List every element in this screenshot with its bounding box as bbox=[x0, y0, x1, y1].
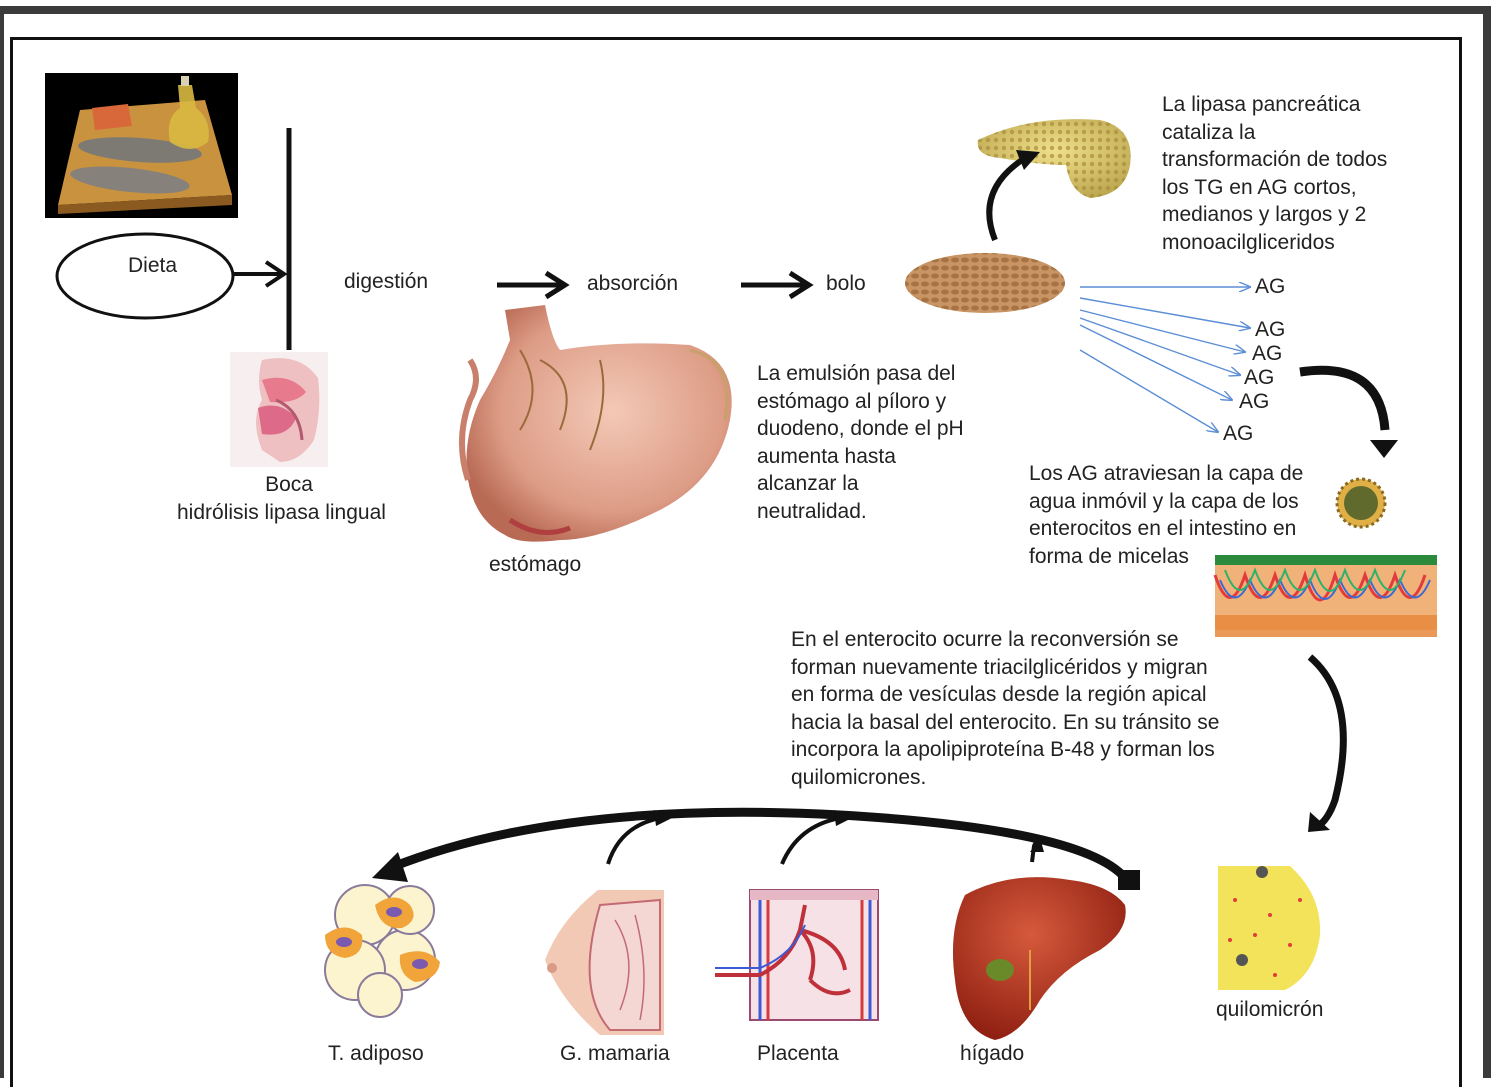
micelles-text: Los AG atraviesan la capa de agua inmóvi… bbox=[1029, 460, 1303, 570]
placenta-label: Placenta bbox=[757, 1040, 839, 1068]
text-line: los TG en AG cortos, bbox=[1162, 174, 1387, 202]
adipose-label: T. adiposo bbox=[328, 1040, 424, 1068]
arrow-to-bolus bbox=[741, 273, 809, 297]
placenta-icon bbox=[715, 890, 878, 1020]
food-picture-icon bbox=[45, 73, 238, 218]
text-line: incorpora la apolipiproteína B-48 y form… bbox=[791, 736, 1219, 764]
chylomicron-label: quilomicrón bbox=[1216, 996, 1323, 1024]
diet-label: Dieta bbox=[128, 252, 177, 280]
mouth-label: Boca bbox=[229, 471, 349, 499]
chylomicron-icon bbox=[1218, 866, 1320, 990]
fatty-acid-label: AG bbox=[1223, 420, 1253, 448]
text-line: estómago al píloro y bbox=[757, 388, 964, 416]
text-line: cataliza la bbox=[1162, 119, 1387, 147]
mammary-gland-icon bbox=[545, 890, 664, 1035]
text-line: en forma de vesículas desde la región ap… bbox=[791, 681, 1219, 709]
lipase-text: La lipasa pancreática cataliza la transf… bbox=[1162, 91, 1387, 256]
text-line: forman nuevamente triacilglicéridos y mi… bbox=[791, 654, 1219, 682]
text-line: alcanzar la bbox=[757, 470, 964, 498]
bolus-label: bolo bbox=[826, 270, 866, 298]
liver-icon bbox=[953, 877, 1126, 1040]
text-line: enterocitos en el intestino en bbox=[1029, 515, 1303, 543]
bolus-icon bbox=[905, 253, 1065, 313]
arrow-to-absorption bbox=[497, 273, 565, 297]
pancreas-icon bbox=[978, 119, 1131, 198]
mouth-sublabel: hidrólisis lipasa lingual bbox=[177, 499, 386, 527]
fatty-acid-label: AG bbox=[1239, 388, 1269, 416]
digestion-label: digestión bbox=[344, 268, 428, 296]
stomach-icon bbox=[462, 305, 732, 542]
liver-label: hígado bbox=[960, 1040, 1024, 1068]
text-line: duodeno, donde el pH bbox=[757, 415, 964, 443]
arrow-head bbox=[1370, 440, 1398, 458]
text-line: forma de micelas bbox=[1029, 543, 1303, 571]
arrow-to-chylomicron bbox=[1310, 657, 1343, 826]
emulsion-text: La emulsión pasa del estómago al píloro … bbox=[757, 360, 964, 525]
text-line: agua inmóvil y la capa de los bbox=[1029, 488, 1303, 516]
absorption-label: absorción bbox=[587, 270, 678, 298]
text-line: quilomicrones. bbox=[791, 764, 1219, 792]
micelle-icon bbox=[1337, 479, 1385, 527]
arrow-bolus-to-pancreas bbox=[989, 158, 1025, 240]
text-line: aumenta hasta bbox=[757, 443, 964, 471]
text-line: La lipasa pancreática bbox=[1162, 91, 1387, 119]
text-line: En el enterocito ocurre la reconversión … bbox=[791, 626, 1219, 654]
fatty-acid-label: AG bbox=[1255, 273, 1285, 301]
text-line: La emulsión pasa del bbox=[757, 360, 964, 388]
enterocyte-text: En el enterocito ocurre la reconversión … bbox=[791, 626, 1219, 791]
mouth-anatomy-icon bbox=[230, 352, 328, 467]
fatty-acid-arrows bbox=[1080, 287, 1250, 432]
text-line: medianos y largos y 2 bbox=[1162, 201, 1387, 229]
stomach-label: estómago bbox=[489, 551, 581, 579]
diet-arrow bbox=[233, 262, 284, 286]
text-line: Los AG atraviesan la capa de bbox=[1029, 460, 1303, 488]
arrow-to-micelle bbox=[1300, 370, 1385, 430]
adipose-tissue-icon bbox=[325, 885, 440, 1017]
text-line: monoacilgliceridos bbox=[1162, 229, 1387, 257]
mammary-label: G. mamaria bbox=[560, 1040, 670, 1068]
text-line: transformación de todos bbox=[1162, 146, 1387, 174]
text-line: hacia la basal del enterocito. En su trá… bbox=[791, 709, 1219, 737]
text-line: neutralidad. bbox=[757, 498, 964, 526]
